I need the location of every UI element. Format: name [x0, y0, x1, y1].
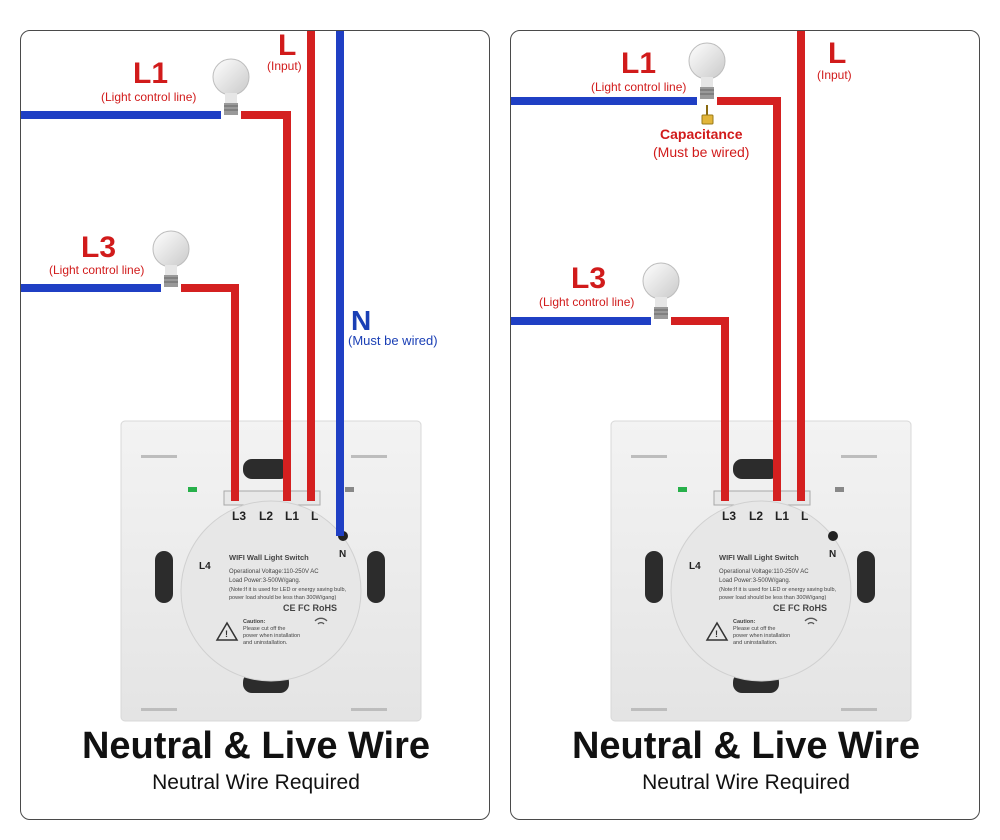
panel-title: Neutral & Live Wire — [81, 725, 431, 767]
spec-note-2: power load should be less than 300W/gang… — [719, 595, 826, 601]
label-l-input-note: (Input) — [817, 68, 852, 82]
caution-line-1: Please cut off the — [243, 626, 285, 632]
wifi-icon — [314, 617, 328, 625]
cert-marks: CE FC RoHS — [773, 603, 827, 613]
terminal-label-n: N — [829, 549, 836, 560]
bulb-icon — [152, 230, 190, 287]
label-l-input: L — [278, 30, 297, 62]
spec-note-2: power load should be less than 300W/gang… — [229, 595, 336, 601]
terminal-label-l1: L1 — [285, 509, 299, 523]
terminal-label-n: N — [339, 549, 346, 560]
panel-subtitle: Neutral Wire Required — [152, 771, 360, 794]
spec-note-1: (Note:If it is used for LED or energy sa… — [719, 587, 837, 593]
label-l1-note: (Light control line) — [101, 90, 197, 104]
caution-line-2: power when installation — [243, 633, 300, 639]
label-l1: L1 — [133, 57, 169, 90]
switch-plate: L3 L2 L1 L L4 N WIFI Wall Light Switch O… — [610, 420, 912, 722]
warning-icon — [705, 621, 729, 641]
terminal-label-l1: L1 — [775, 509, 789, 523]
panel-neutral-live-wire-left: L3 L2 L1 L L4 N WIFI Wall Light Switch O… — [20, 30, 490, 820]
label-l-input: L — [828, 37, 847, 70]
terminal-label-l4: L4 — [199, 561, 211, 572]
product-name: WIFI Wall Light Switch — [719, 553, 799, 562]
capacitor-icon — [701, 105, 714, 125]
caution-line-2: power when installation — [733, 633, 790, 639]
bulb-icon — [642, 262, 680, 319]
spec-voltage: Operational Voltage:110-250V AC — [719, 569, 809, 575]
caution-line-3: and uninstallation. — [243, 640, 288, 646]
label-n-note: (Must be wired) — [348, 333, 438, 348]
label-n: N — [351, 305, 372, 336]
terminal-label-l3: L3 — [232, 509, 246, 523]
svg-text:!: ! — [225, 629, 228, 639]
panel-title: Neutral & Live Wire — [571, 725, 921, 767]
label-capacitance-note: (Must be wired) — [653, 144, 750, 160]
terminal-label-l3: L3 — [722, 509, 736, 523]
label-l3: L3 — [571, 262, 607, 295]
label-l1: L1 — [621, 47, 657, 80]
panel-subtitle: Neutral Wire Required — [642, 771, 850, 794]
spec-note-1: (Note:If it is used for LED or energy sa… — [229, 587, 347, 593]
switch-plate: L3 L2 L1 L L4 N WIFI Wall Light Switch O… — [120, 420, 422, 722]
spec-load: Load Power:3-500W/gang. — [229, 578, 301, 584]
product-name: WIFI Wall Light Switch — [229, 553, 309, 562]
wires-right — [511, 31, 805, 501]
label-l-input-note: (Input) — [267, 59, 302, 73]
spec-voltage: Operational Voltage:110-250V AC — [229, 569, 319, 575]
spec-load: Load Power:3-500W/gang. — [719, 578, 791, 584]
bulb-icon — [212, 58, 250, 115]
svg-text:!: ! — [715, 629, 718, 639]
wiring-diagram-right: L3 L2 L1 L L4 N WIFI Wall Light Switch O… — [511, 31, 912, 722]
label-l3-note: (Light control line) — [49, 263, 145, 277]
terminal-label-l4: L4 — [689, 561, 701, 572]
warning-icon — [215, 621, 239, 641]
wires-left — [21, 31, 344, 536]
wifi-icon — [804, 617, 818, 625]
terminal-label-l: L — [801, 509, 808, 523]
label-l3-note: (Light control line) — [539, 295, 635, 309]
caution-line-3: and uninstallation. — [733, 640, 778, 646]
label-l1-note: (Light control line) — [591, 80, 687, 94]
bulb-icon — [688, 42, 726, 99]
cert-marks: CE FC RoHS — [283, 603, 337, 613]
label-l3: L3 — [81, 231, 117, 264]
wiring-diagram-left: L3 L2 L1 L L4 N WIFI Wall Light Switch O… — [21, 31, 422, 722]
caution-title: Caution: — [733, 619, 755, 625]
caution-title: Caution: — [243, 619, 265, 625]
terminal-label-l2: L2 — [259, 509, 273, 523]
caution-line-1: Please cut off the — [733, 626, 775, 632]
panel-neutral-live-wire-right: L3 L2 L1 L L4 N WIFI Wall Light Switch O… — [510, 30, 980, 820]
terminal-label-l2: L2 — [749, 509, 763, 523]
terminal-label-l: L — [311, 509, 318, 523]
label-capacitance: Capacitance — [660, 126, 743, 142]
